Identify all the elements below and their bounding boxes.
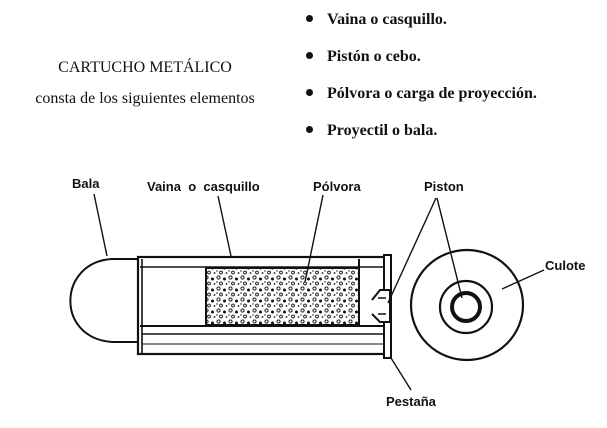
list-item-label: Pistón o cebo.: [327, 48, 421, 65]
label-vaina: Vaina o casquillo: [147, 179, 260, 194]
bullet-shape: [69, 258, 142, 343]
leader-pestana: [390, 357, 412, 391]
leader-piston-1: [387, 197, 437, 304]
leader-bala: [93, 193, 108, 257]
label-bala: Bala: [72, 176, 100, 191]
bullet-icon: [306, 89, 313, 97]
label-pestana: Pestaña: [386, 394, 437, 409]
bullet-icon: [306, 52, 313, 60]
list-item: Pistón o cebo.: [306, 47, 537, 84]
label-culote: Culote: [545, 258, 585, 273]
page-subtitle: consta de los siguientes elementos: [35, 90, 255, 107]
leader-polvora: [304, 194, 324, 283]
primer-inner-circle: [450, 291, 482, 323]
list-item: Proyectil o bala.: [306, 121, 537, 158]
leader-piston-2: [436, 197, 463, 299]
label-polvora: Pólvora: [313, 179, 361, 194]
list-item-label: Vaina o casquillo.: [327, 11, 447, 28]
list-item-label: Pólvora o carga de proyección.: [327, 85, 537, 102]
bullet-icon: [306, 15, 313, 23]
leader-vaina: [217, 195, 232, 257]
list-item-label: Proyectil o bala.: [327, 122, 438, 139]
list-item: Pólvora o carga de proyección.: [306, 84, 537, 121]
page-title: CARTUCHO METÁLICO: [58, 59, 232, 76]
list-item: Vaina o casquillo.: [306, 10, 537, 47]
bullet-icon: [306, 126, 313, 134]
elements-list: Vaina o casquillo. Pistón o cebo. Pólvor…: [306, 10, 537, 158]
leader-culote: [501, 269, 545, 290]
powder-charge: [205, 267, 360, 326]
label-piston: Piston: [424, 179, 464, 194]
